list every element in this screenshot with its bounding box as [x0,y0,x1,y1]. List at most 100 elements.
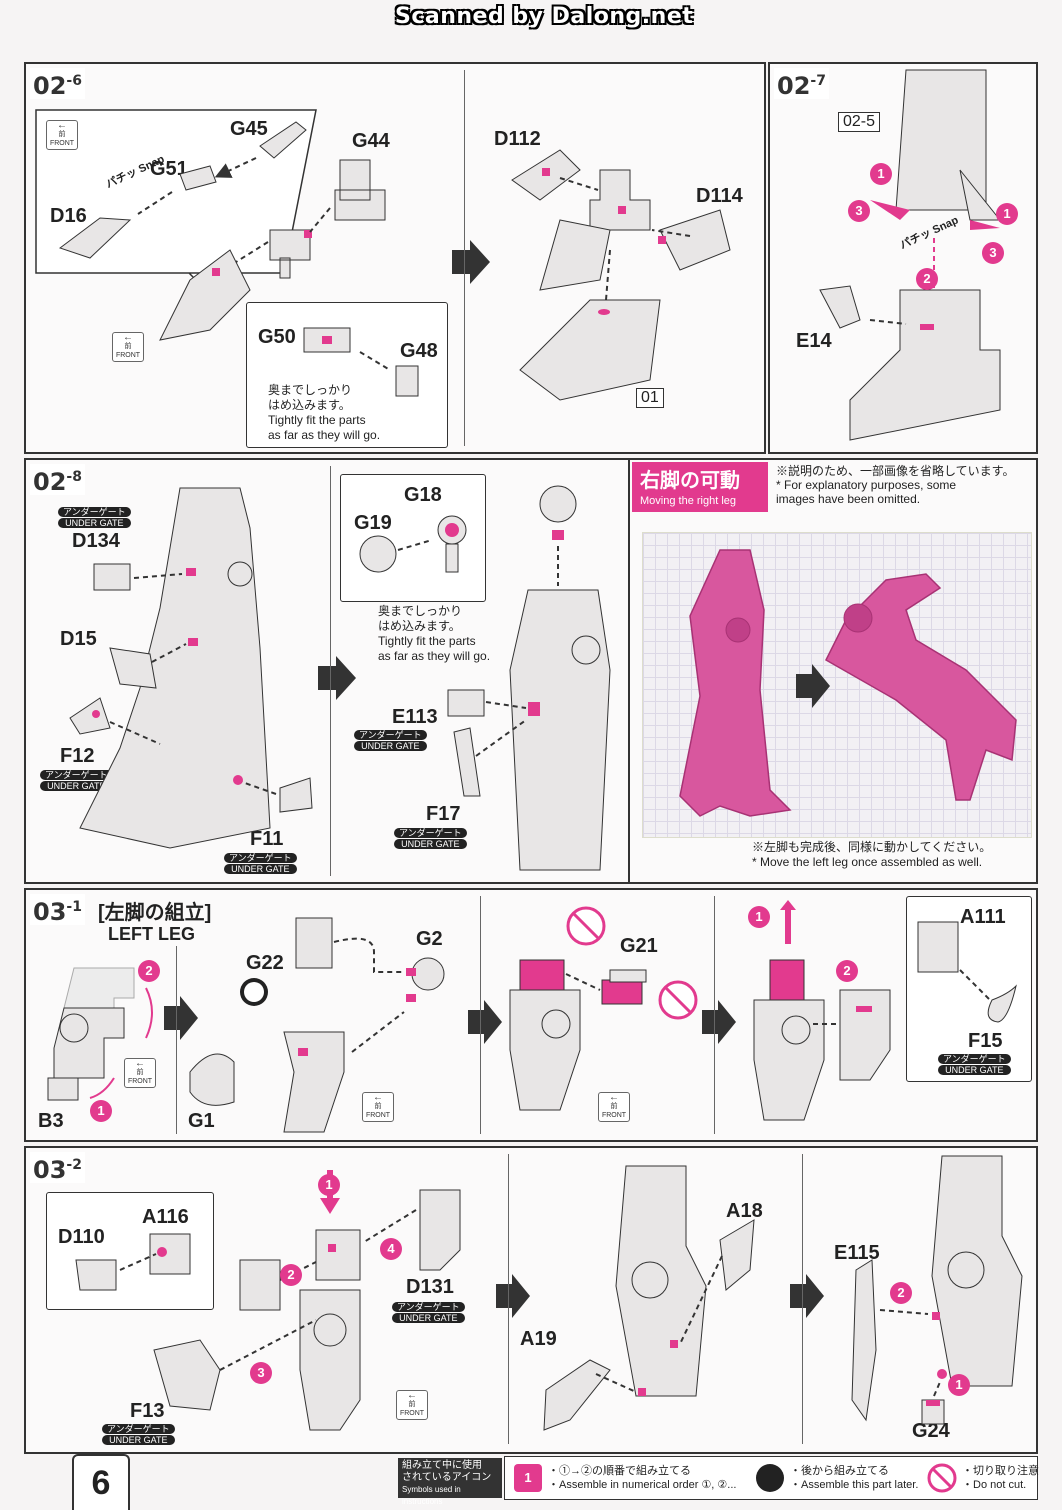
divider [176,946,177,1134]
badge-1: 1 [948,1374,970,1396]
badge-3: 3 [250,1362,272,1384]
legend-order-icon: 1 [514,1464,542,1492]
part-label-d1-31: D131 [406,1276,454,1298]
divider [330,466,331,876]
step-02-8-number: 02-8 [30,464,85,495]
under-gate-jp: アンダーゲート [394,828,467,838]
part-label-g45: G45 [230,118,268,140]
leg-upper-02-8-drawing [447,485,611,871]
step-num: 03 [33,1156,67,1184]
legend-item3-en: ・Do not cut. [962,1479,1027,1491]
front-icon: ←前 FRONT [396,1390,428,1420]
legend-item2-jp: ・後から組み立てる [790,1465,889,1477]
scanner-watermark: Scanned by Dalong.net [395,4,694,29]
under-gate-en: UNDER GATE [938,1065,1011,1075]
part-label-f12: F12 [60,745,95,767]
step-03-1-b-drawing [509,906,698,1111]
divider [714,896,715,1134]
legend-title-jp-2: されているアイコン [402,1472,492,1483]
front-label: 前 FRONT [365,1103,391,1119]
part-label-g22: G22 [246,952,284,974]
tip-text-02-6: 奥までしっかり はめ込みます。 Tightly fit the parts as… [268,383,380,443]
flow-arrow [452,240,490,284]
step-sub: 8 [72,469,82,485]
part-label-d1-6: D16 [50,205,87,227]
part-label-e1-15: E115 [834,1242,880,1264]
front-label: 前 FRONT [601,1103,627,1119]
part-label-g44: G44 [352,130,390,152]
parts-g45-g51-d16-drawing [58,121,307,259]
right-leg-pose-bent [825,573,1017,801]
leg-assembly-drawing [511,149,731,401]
tip-en-1: Tightly fit the parts [268,413,366,427]
leg-02-8-drawing [69,487,313,849]
tip-jp-1: 奥までしっかり [378,604,463,618]
part-label-g19: G19 [354,512,392,534]
right-leg-title-jp: 右脚の可動 [640,470,740,492]
tip-jp-2: はめ込みます。 [268,398,351,412]
badge-4: 4 [380,1238,402,1260]
foot-en: * Move the left leg once assembled as we… [752,855,983,869]
flow-arrow [702,1000,736,1044]
part-label-g21: G21 [620,935,658,957]
flow-arrow [164,996,198,1040]
divider [508,1154,509,1444]
part-label-g18: G18 [404,484,442,506]
step-sub: 7 [816,73,826,89]
right-leg-note: ※説明のため、一部画像を省略しています。 * For explanatory p… [776,464,1014,506]
step-03-1-a-drawing [189,917,445,1133]
front-label: 前 FRONT [49,131,75,147]
part-label-f17: F17 [426,803,461,825]
note-en-1: * For explanatory purposes, some [776,478,957,492]
under-gate-en: UNDER GATE [58,518,131,528]
parts-g50-g48-drawing [303,327,419,397]
step-03-1-c-drawing [753,900,891,1121]
part-label-g50: G50 [258,326,296,348]
part-label-d1-5: D15 [60,628,97,650]
front-label: 前 FRONT [399,1401,425,1417]
badge-2: 2 [916,268,938,290]
part-a1-11-drawing [917,921,1017,1023]
badge-3: 3 [848,200,870,222]
divider [480,896,481,1134]
part-label-d1-10: D110 [58,1226,105,1248]
step-num: 02 [777,72,811,100]
step-03-2-number: 03-2 [30,1152,85,1183]
under-gate-jp: アンダーゲート [40,770,113,780]
legend-item-do-not-cut: ・切り取り注意 ・Do not cut. [962,1464,1039,1492]
tip-en-2: as far as they will go. [378,649,491,663]
note-jp: ※説明のため、一部画像を省略しています。 [776,464,1015,478]
right-leg-pose-straight [679,549,792,817]
right-leg-footnote: ※左脚も完成後、同様に動かしてください。 * Move the left leg… [752,840,991,870]
front-label: 前 FRONT [115,343,141,359]
legend-do-not-cut-icon [927,1463,957,1493]
under-gate-jp: アンダーゲート [224,853,297,863]
under-gate-en: UNDER GATE [40,781,113,791]
badge-1: 1 [870,163,892,185]
front-icon: ←前 FRONT [46,120,78,150]
part-label-g2: G2 [416,928,443,950]
under-gate-en: UNDER GATE [224,864,297,874]
under-gate-en: UNDER GATE [354,741,427,751]
legend-item1-en: ・Assemble in numerical order ①, ②... [548,1479,737,1491]
under-gate-jp: アンダーゲート [58,507,131,517]
divider [464,70,465,446]
under-gate-en: UNDER GATE [102,1435,175,1445]
part-label-b3: B3 [38,1110,64,1132]
flow-arrow [468,1000,502,1044]
legend-item1-jp: ・①→②の順番で組み立てる [548,1465,691,1477]
badge-1: 1 [748,906,770,928]
ref-step-02-5: 02-5 [838,112,881,132]
under-gate-jp: アンダーゲート [938,1054,1011,1064]
ref-step-01: 01 [636,388,664,408]
part-label-d1-34: D134 [72,530,120,552]
foot-jp: ※左脚も完成後、同様に動かしてください。 [752,840,992,854]
step-num: 02 [33,468,67,496]
under-gate-jp: アンダーゲート [392,1302,465,1312]
